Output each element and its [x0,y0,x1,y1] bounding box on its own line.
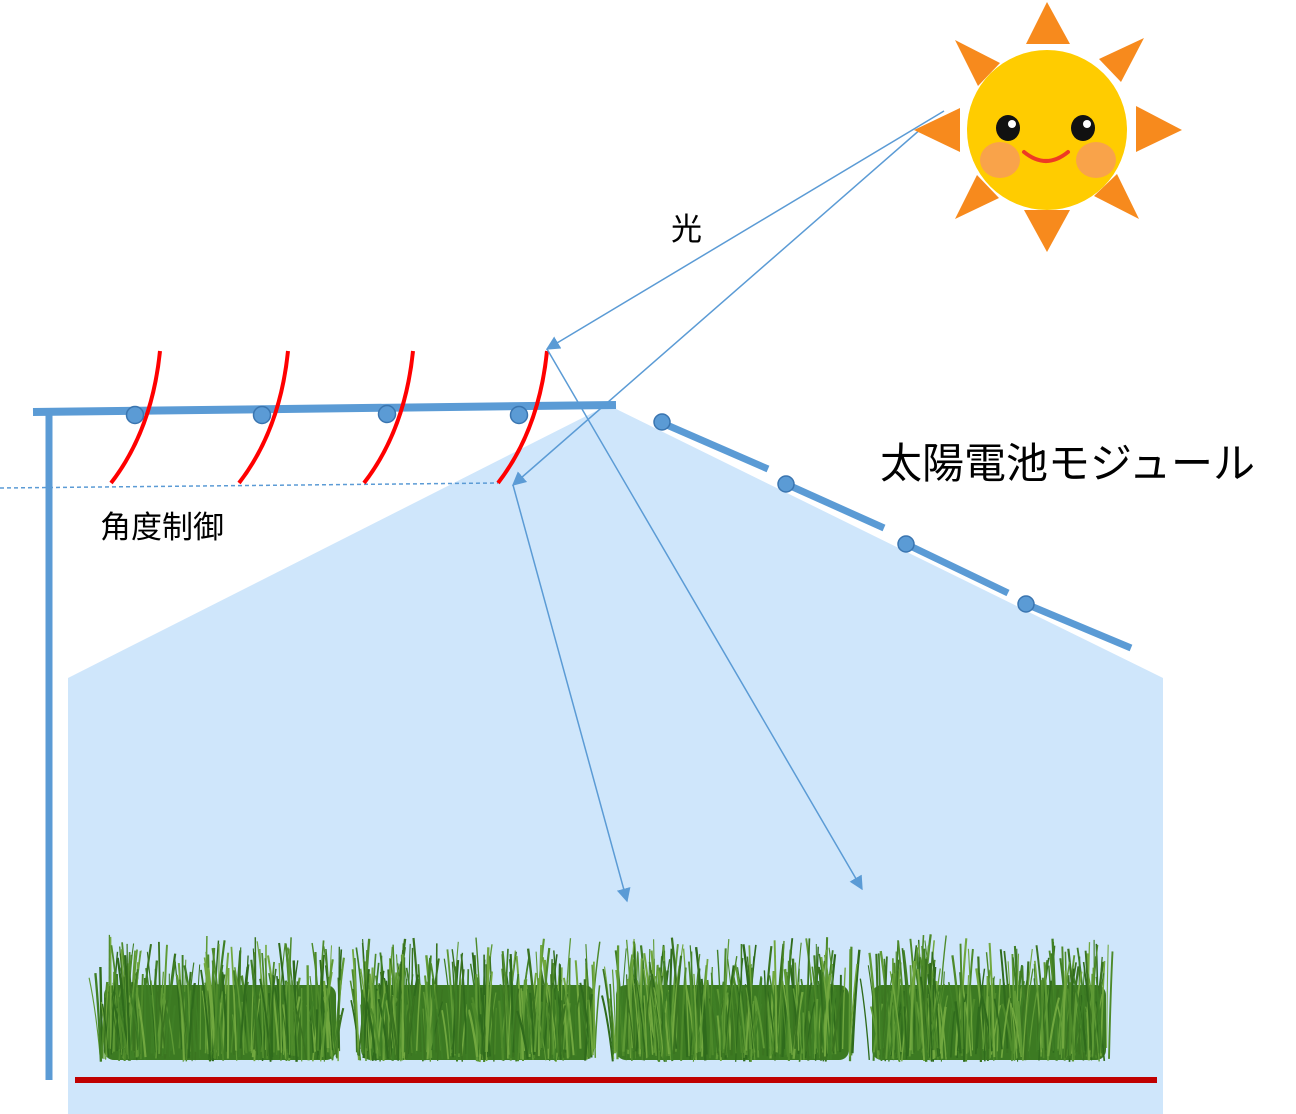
grass-patch [349,937,601,1063]
greenhouse-body [68,405,1163,1114]
light-ray-transmitted-2 [512,484,631,903]
grass-icon [88,934,1114,1063]
light-ray-incoming-2 [511,127,923,486]
light-label: 光 [671,212,702,248]
pivot-joint-1 [125,405,145,425]
solar-blade-2 [237,350,290,485]
frame-beam [32,401,617,416]
grass-patch [601,937,861,1062]
angle-reference-dashed-line [0,482,499,489]
pivot-joint-2 [252,405,272,425]
grass-patch [88,934,345,1062]
angle-control-label: 角度制御 [100,510,224,546]
fixed-solar-modules [653,413,1133,652]
light-ray-transmitted-1 [546,348,863,891]
grass-patch [859,934,1114,1063]
smiling-sun-icon [914,2,1182,252]
solar-blade-1 [109,350,162,485]
solar-blade-3 [362,350,415,485]
solar-blade-4 [496,350,549,485]
light-ray-incoming-1 [545,110,945,350]
pivot-joint-3 [377,404,397,424]
pivot-joint-4 [509,405,529,425]
solar-module-label: 太陽電池モジュール [880,439,1255,488]
